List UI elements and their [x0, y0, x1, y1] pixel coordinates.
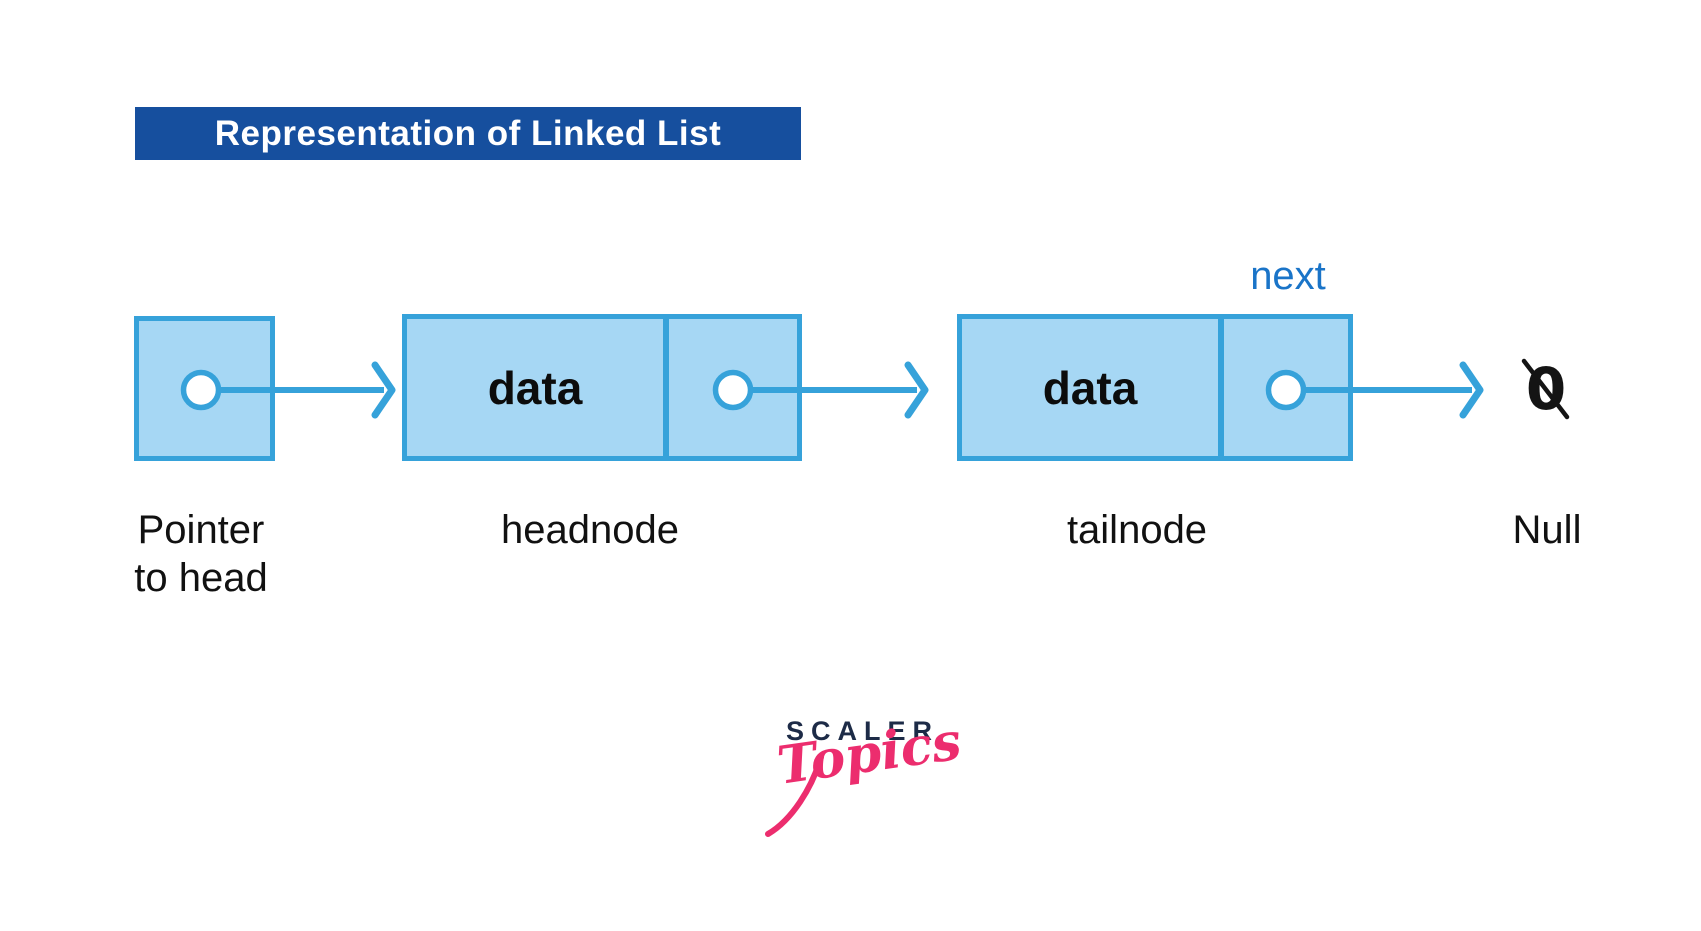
- headnode-box: data: [402, 314, 802, 461]
- title-text: Representation of Linked List: [214, 113, 722, 153]
- tailnode-data-label: data: [1042, 361, 1138, 414]
- headnode-data-cell: data: [407, 319, 663, 456]
- title-banner: Representation of Linked List: [135, 107, 801, 160]
- next-pointer-label: next: [1250, 254, 1326, 298]
- null-caption: Null: [1512, 508, 1582, 552]
- headnode-caption: headnode: [501, 508, 679, 552]
- head-pointer-caption: Pointer to head: [101, 506, 301, 602]
- headnode-next-cell: [663, 319, 797, 456]
- tailnode-caption: tailnode: [1066, 508, 1208, 552]
- headnode-data-label: data: [487, 361, 583, 414]
- tailnode-box: data: [957, 314, 1353, 461]
- null-symbol: 0: [1525, 355, 1567, 423]
- head-pointer-box: [134, 316, 275, 461]
- head-pointer-caption-line1: Pointer: [137, 508, 265, 552]
- arrowhead-icon: [904, 361, 929, 419]
- head-pointer-caption-line2: to head: [134, 556, 268, 600]
- scaler-logo-text: SCALER: [786, 716, 940, 746]
- arrowhead-icon: [1459, 361, 1484, 419]
- tailnode-data-cell: data: [962, 319, 1218, 456]
- tailnode-next-cell: [1218, 319, 1348, 456]
- arrowhead-icon: [371, 361, 396, 419]
